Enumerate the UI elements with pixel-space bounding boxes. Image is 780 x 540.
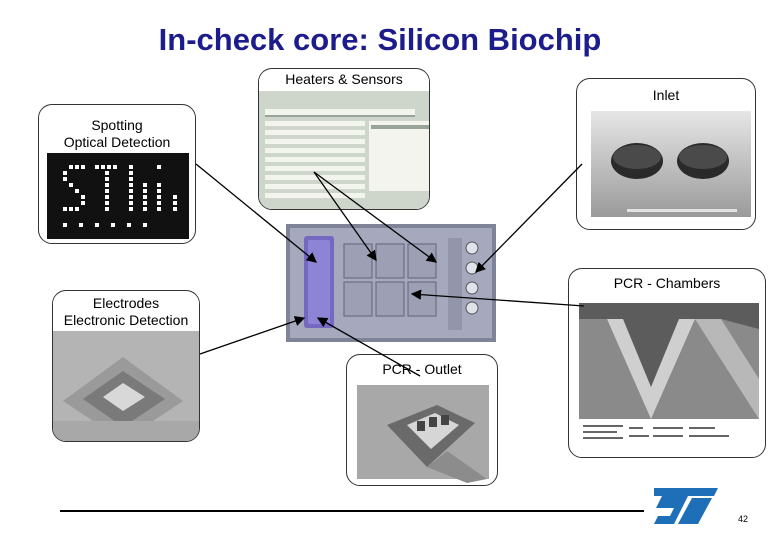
pcr-chambers-panel: PCR - Chambers: [568, 268, 766, 458]
footer-rule: [60, 510, 644, 512]
inlet-label: Inlet: [652, 87, 680, 103]
pcr-outlet-panel: PCR - Outlet: [346, 354, 498, 486]
spotting-image: [47, 153, 189, 239]
electrodes-label: Electrodes Electronic Detection: [53, 295, 199, 329]
heaters-sensors-panel: Heaters & Sensors: [258, 68, 430, 210]
spotting-panel: Spotting Optical Detection: [38, 104, 196, 244]
electrodes-image: [53, 331, 199, 441]
page-number: 42: [737, 514, 748, 524]
pcr-outlet-image: [357, 385, 489, 483]
heaters-sensors-image: [259, 91, 429, 209]
spotting-label-line1: Spotting: [91, 117, 143, 133]
chip-image: [286, 224, 496, 342]
pcr-chambers-label: PCR - Chambers: [613, 275, 721, 291]
pcr-chambers-image: [579, 303, 759, 449]
st-logo: [648, 484, 720, 528]
slide-title: In-check core: Silicon Biochip: [158, 22, 602, 57]
inlet-image: [591, 111, 751, 217]
heaters-sensors-label: Heaters & Sensors: [259, 71, 429, 88]
inlet-panel: Inlet: [576, 78, 756, 230]
electrodes-panel: Electrodes Electronic Detection: [52, 290, 200, 442]
electrodes-label-line2: Electronic Detection: [63, 312, 189, 328]
spotting-label-line2: Optical Detection: [63, 134, 171, 150]
spotting-label: Spotting Optical Detection: [39, 117, 195, 151]
electrodes-label-line1: Electrodes: [92, 295, 160, 311]
